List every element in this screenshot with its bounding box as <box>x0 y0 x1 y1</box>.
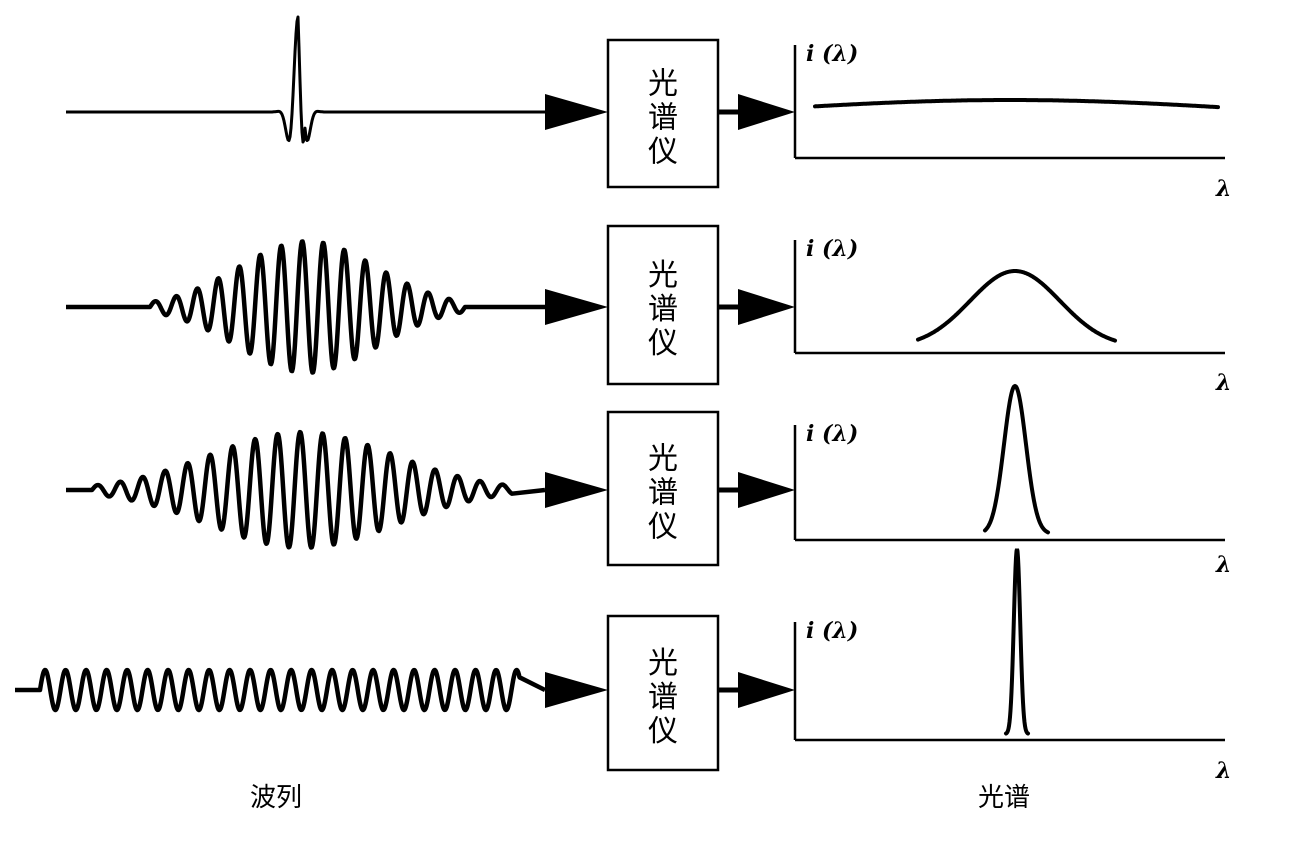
spectrometer-box <box>606 38 720 189</box>
arrow-head <box>545 289 608 325</box>
wave-train <box>66 429 546 550</box>
spectrometer-label-char: 光 <box>648 67 678 102</box>
spectrometer-label-char: 谱 <box>648 476 678 511</box>
x-axis-label: λ <box>1215 552 1231 578</box>
arrow-head <box>738 472 795 508</box>
y-axis-label: i (λ) <box>806 236 858 262</box>
spectrum-curve <box>983 383 1050 535</box>
arrow-head <box>545 672 608 708</box>
spectrum-curve <box>813 98 1220 110</box>
spectrometer-label-char: 仪 <box>648 326 678 361</box>
y-axis-label: i (λ) <box>806 41 858 67</box>
spectrometer-label-char: 仪 <box>648 135 678 170</box>
spectrometer-label-char: 光 <box>648 442 678 477</box>
spectrum-curve <box>1004 548 1030 736</box>
spectrometer-label-char: 仪 <box>648 510 678 545</box>
y-axis-label: i (λ) <box>806 618 858 644</box>
spectrum-curve <box>916 269 1117 343</box>
x-axis-label: λ <box>1215 176 1231 202</box>
wave-train <box>15 667 547 713</box>
x-axis-label: λ <box>1215 758 1231 784</box>
spectrometer-label-char: 光 <box>648 258 678 293</box>
wave-train <box>66 15 545 144</box>
spectrometer-label-char: 光 <box>648 646 678 681</box>
caption-spectrum: 光谱 <box>978 783 1030 813</box>
y-axis-label: i (λ) <box>806 421 858 447</box>
arrow-head <box>738 94 795 130</box>
row-4: 光谱仪 i (λ) λ <box>15 548 1231 784</box>
spectrometer-box <box>606 224 720 386</box>
spectrometer-label-char: 仪 <box>648 714 678 749</box>
row-3: 光谱仪 i (λ) λ <box>66 383 1231 578</box>
row-2: 光谱仪 i (λ) λ <box>66 224 1231 396</box>
caption-wave-train: 波列 <box>250 783 302 813</box>
arrow-head <box>545 472 608 508</box>
wave-train <box>66 239 545 375</box>
row-1: 光谱仪 i (λ) λ <box>66 15 1231 202</box>
arrow-head <box>545 94 608 130</box>
spectrometer-box <box>606 614 720 772</box>
spectrometer-label-char: 谱 <box>648 292 678 327</box>
arrow-head <box>738 672 795 708</box>
spectrometer-label-char: 谱 <box>648 101 678 136</box>
spectrometer-label-char: 谱 <box>648 680 678 715</box>
x-axis-label: λ <box>1215 370 1231 396</box>
arrow-head <box>738 289 795 325</box>
